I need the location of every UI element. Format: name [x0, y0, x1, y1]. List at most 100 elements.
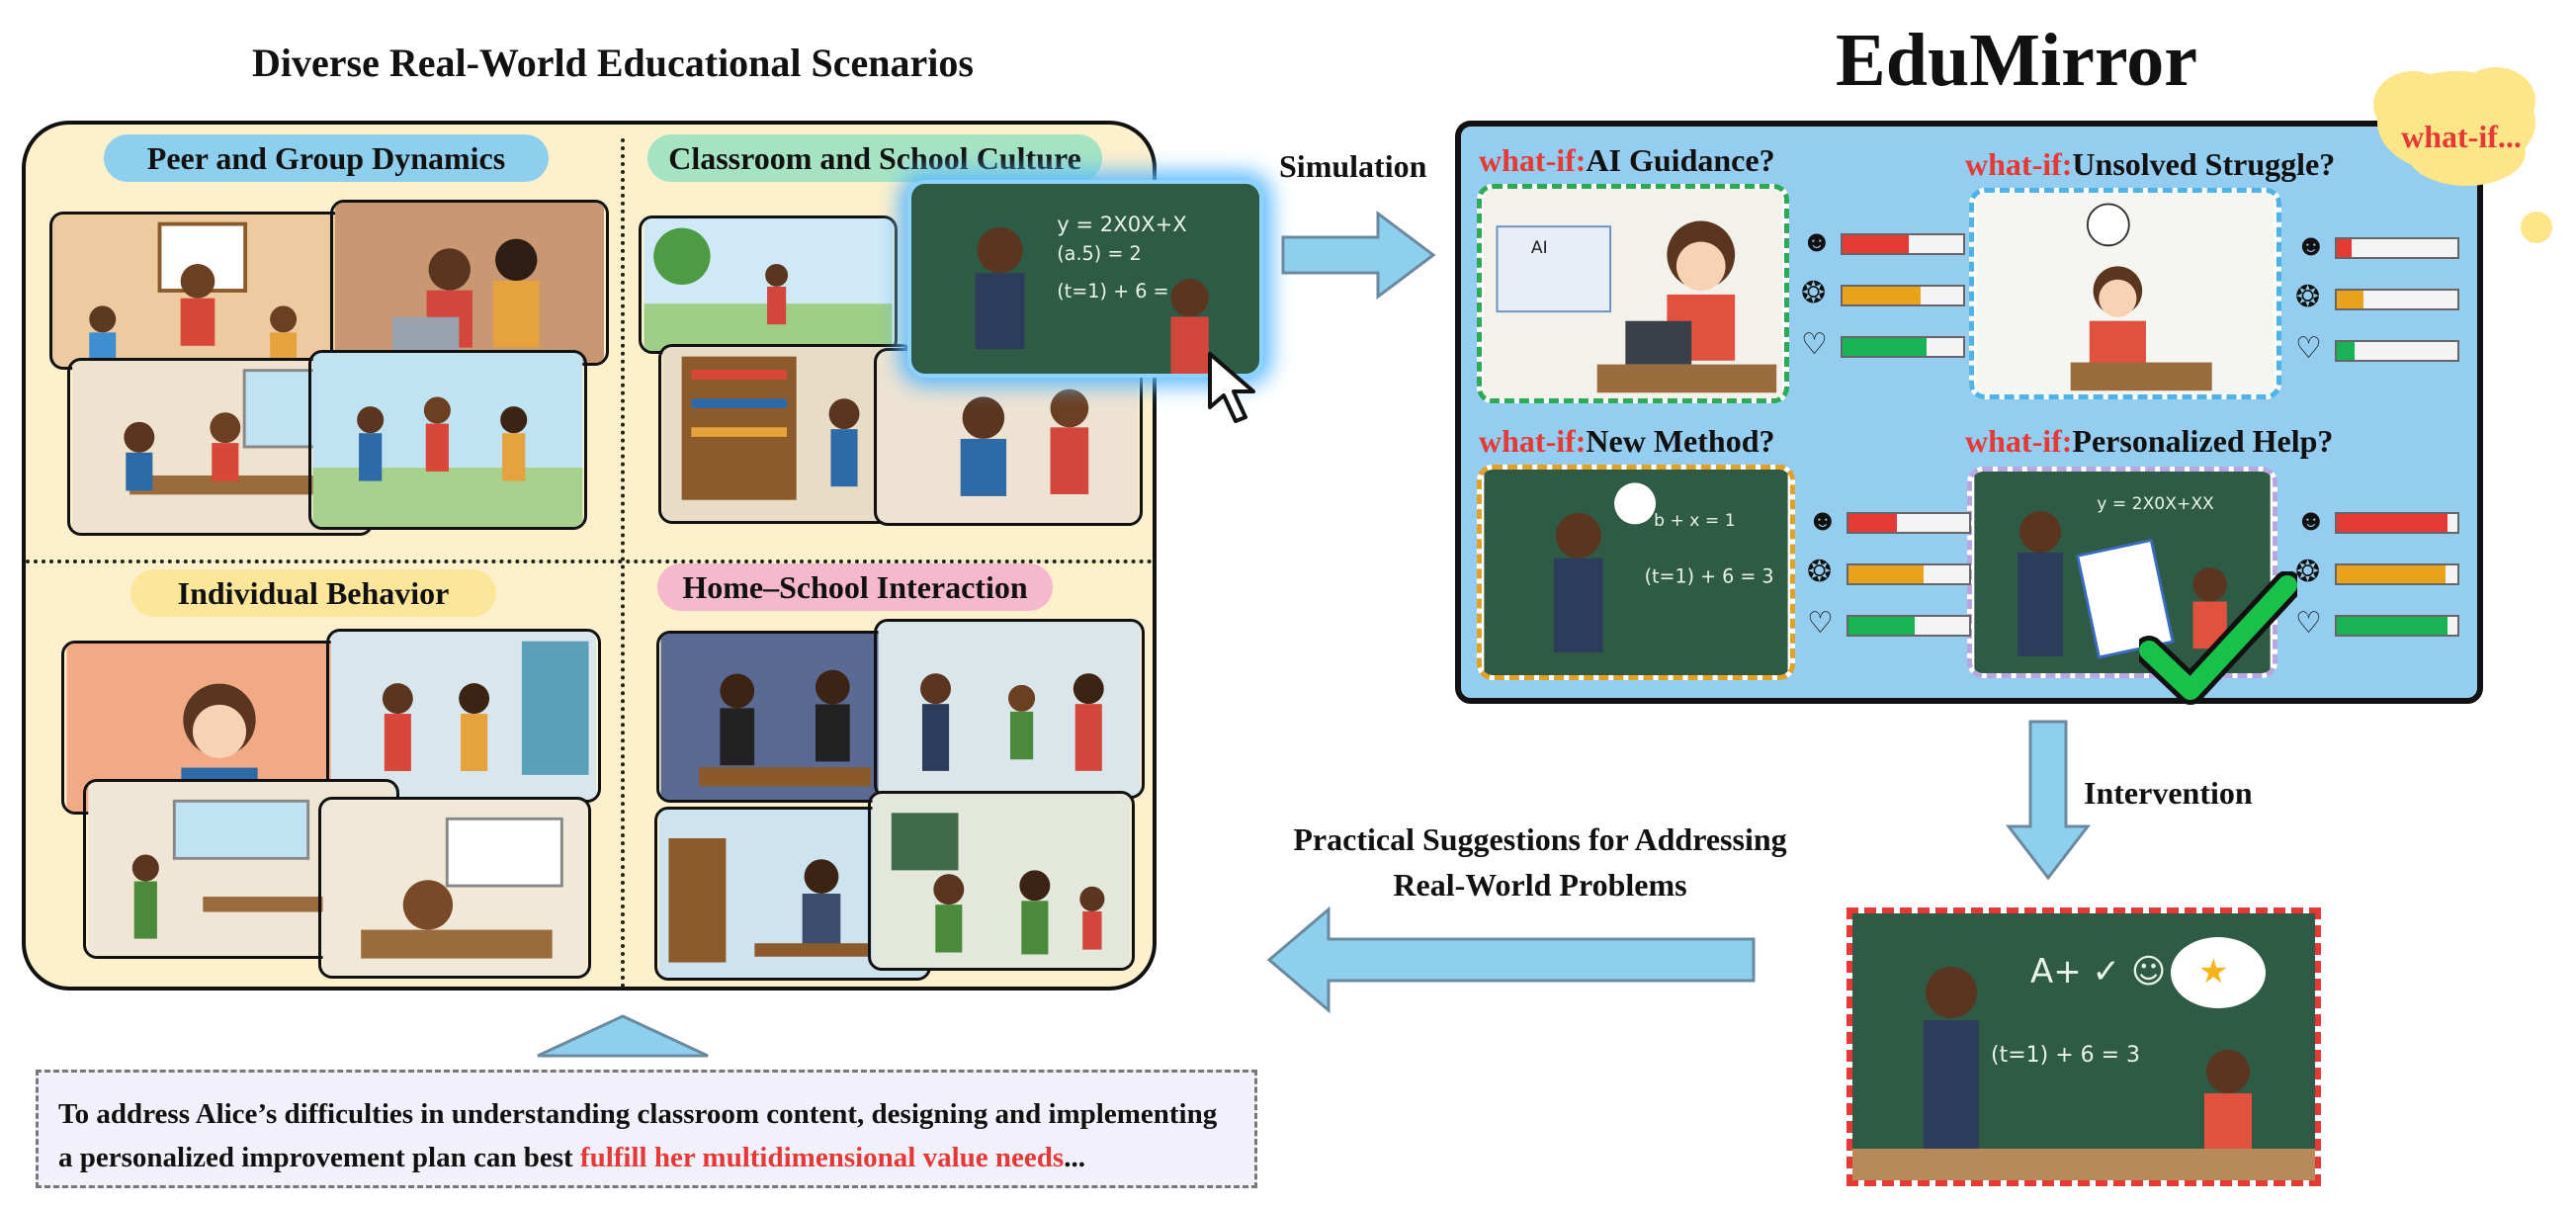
whatif-caption-ai: what-if:AI Guidance?	[1479, 142, 1775, 179]
suggestion-box: To address Alice’s difficulties in under…	[36, 1070, 1257, 1188]
scene-hallway	[326, 629, 601, 803]
brain-icon: ❂	[2295, 281, 2321, 313]
left-panel-title: Diverse Real-World Educational Scenarios	[252, 41, 974, 85]
value-meter-fill	[1843, 338, 1928, 356]
value-meter	[2335, 289, 2459, 310]
value-meter-fill	[1848, 565, 1924, 583]
whatif-caption-personalized: what-if:Personalized Help?	[1965, 423, 2333, 460]
whatif-keyword: what-if:	[1965, 423, 2073, 459]
scenario-frame-ai-guidance[interactable]: AI	[1477, 184, 1789, 403]
value-meter-fill	[2337, 617, 2448, 635]
whatif-label: Unsolved Struggle?	[2072, 146, 2336, 182]
whatif-caption-struggle: what-if:Unsolved Struggle?	[1965, 146, 2335, 183]
scene-school-entrance	[874, 619, 1145, 799]
svg-text:y = 2X0X+XX: y = 2X0X+XX	[2097, 494, 2214, 514]
whatif-label: AI Guidance?	[1586, 142, 1775, 178]
suggestion-highlight: fulfill her multidimensional value needs	[579, 1142, 1065, 1173]
value-meter-fill	[1848, 617, 1916, 635]
selected-scene-glow[interactable]: y = 2X0X+X (a.5) = 2 (t=1) + 6 = 3	[907, 180, 1263, 378]
svg-text:A+ ✓ ☺: A+ ✓ ☺	[2030, 952, 2166, 991]
value-meter-fill	[1843, 235, 1910, 253]
whatif-label: Personalized Help?	[2072, 423, 2334, 459]
quadrant-label-classroom-culture: Classroom and School Culture	[647, 134, 1102, 182]
suggestions-label-line1: Practical Suggestions for Addressing	[1293, 821, 1787, 857]
value-meter	[2335, 563, 2459, 585]
value-meter-fill	[2337, 291, 2363, 308]
scene-student-sleeping	[318, 797, 591, 979]
intervention-arrow	[2005, 720, 2092, 881]
svg-text:AI: AI	[1531, 238, 1548, 258]
value-meter-fill	[2337, 239, 2352, 257]
simulation-arrow	[1281, 211, 1436, 300]
quadrant-label-peer-group: Peer and Group Dynamics	[104, 134, 549, 182]
thought-cloud-bubble	[2521, 212, 2552, 243]
suggestions-arrow	[1266, 905, 1756, 1014]
svg-text:(t=1) + 6 = 3: (t=1) + 6 = 3	[1991, 1043, 2140, 1068]
value-meter	[1846, 512, 1971, 534]
value-meter-fill	[2337, 342, 2356, 360]
quadrant-divider-vertical	[621, 138, 625, 989]
heart-hand-icon: ♡	[1807, 607, 1834, 640]
face-icon: ☻	[2295, 229, 2327, 262]
value-meter	[1846, 615, 1971, 637]
whatif-keyword: what-if:	[1965, 146, 2073, 182]
value-meter-fill	[2337, 565, 2446, 583]
value-meter	[1846, 563, 1971, 585]
scene-outdoor-class	[639, 216, 898, 354]
value-meter-fill	[1843, 287, 1922, 304]
quadrant-divider-horizontal	[26, 560, 1153, 563]
svg-text:y = 2X0X+X: y = 2X0X+X	[1057, 212, 1187, 236]
scene-parent-meeting	[656, 631, 915, 803]
intervention-result-scene[interactable]: (t=1) + 6 = 3 A+ ✓ ☺ ★	[1846, 907, 2321, 1186]
quadrant-label-individual-behavior: Individual Behavior	[130, 569, 496, 617]
quadrant-label-text: Classroom and School Culture	[668, 139, 1081, 176]
face-icon: ☻	[1807, 504, 1839, 537]
suggestion-text: To address Alice’s difficulties in under…	[58, 1098, 1218, 1173]
heart-hand-icon: ♡	[2295, 607, 2322, 640]
value-meter	[2335, 340, 2459, 362]
scene-playground	[308, 350, 587, 530]
whatif-caption-method: what-if:New Method?	[1479, 423, 1775, 460]
value-meter	[1841, 285, 1965, 306]
heart-hand-icon: ♡	[1801, 328, 1828, 361]
heart-hand-icon: ♡	[2295, 332, 2322, 365]
edumirror-title: EduMirror	[1836, 19, 2197, 102]
value-meter	[2335, 237, 2459, 259]
face-icon: ☻	[1801, 225, 1833, 258]
up-arrow	[537, 1014, 709, 1058]
face-icon: ☻	[2295, 504, 2327, 537]
whatif-keyword: what-if:	[1479, 423, 1587, 459]
quadrant-label-home-school: Home–School Interaction	[657, 563, 1053, 611]
svg-text:(t=1) + 6 = 3: (t=1) + 6 = 3	[1645, 565, 1774, 587]
value-meter	[1841, 233, 1965, 255]
cursor-icon	[1208, 352, 1255, 423]
value-meter	[2335, 512, 2459, 534]
suggestions-label: Practical Suggestions for Addressing Rea…	[1253, 817, 1827, 907]
value-meter	[2335, 615, 2459, 637]
whatif-keyword: what-if:	[1479, 142, 1587, 178]
thought-cloud	[2373, 67, 2535, 186]
svg-text:(t=1) + 6 = 3: (t=1) + 6 = 3	[1057, 280, 1187, 302]
whatif-label: New Method?	[1586, 423, 1775, 459]
suggestion-ellipsis: ...	[1064, 1142, 1085, 1173]
checkmark-icon	[2139, 571, 2297, 705]
quadrant-label-text: Individual Behavior	[177, 574, 450, 611]
quadrant-label-text: Peer and Group Dynamics	[146, 139, 506, 176]
thought-cloud-text: what-if...	[2401, 119, 2522, 154]
svg-text:(a.5) = 2: (a.5) = 2	[1057, 242, 1142, 265]
quadrant-label-text: Home–School Interaction	[682, 568, 1028, 605]
scene-library	[658, 344, 915, 524]
scene-group-laptop	[330, 200, 609, 366]
brain-icon: ❂	[2295, 556, 2321, 588]
value-meter	[1841, 336, 1965, 358]
scenario-frame-unsolved-struggle[interactable]	[1969, 188, 2281, 399]
value-meter-fill	[2337, 514, 2448, 532]
svg-text:★: ★	[2198, 952, 2228, 991]
brain-icon: ❂	[1807, 556, 1833, 588]
suggestions-label-line2: Real-World Problems	[1393, 867, 1687, 903]
intervention-label: Intervention	[2084, 775, 2253, 811]
value-meter-fill	[1848, 514, 1897, 532]
simulation-label: Simulation	[1279, 148, 1427, 184]
scene-parent-teacher-child	[868, 791, 1135, 971]
